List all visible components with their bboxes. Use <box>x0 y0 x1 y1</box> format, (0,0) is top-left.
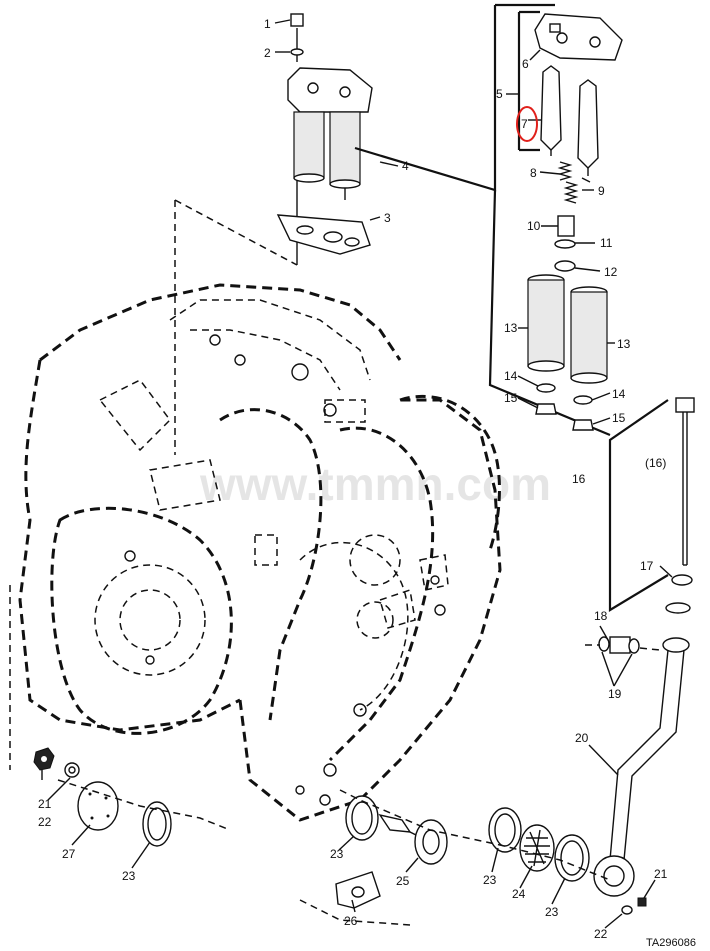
callout-1: 1 <box>264 17 271 31</box>
gasket-23-far-right <box>554 834 590 882</box>
cover-25 <box>378 813 448 865</box>
callout-17: 17 <box>640 559 654 573</box>
washer-14 <box>536 383 593 405</box>
filter-element-13 <box>527 274 608 384</box>
callout-12: 12 <box>604 265 618 279</box>
callout-7: 7 <box>521 117 528 131</box>
nut-15 <box>535 403 594 431</box>
callout-16-ref: (16) <box>645 456 666 470</box>
nut-21-left <box>33 747 55 771</box>
gasket-23-center <box>345 795 379 841</box>
washer-11 <box>554 239 576 249</box>
callout-26: 26 <box>344 914 358 928</box>
callout-9: 9 <box>598 184 605 198</box>
callout-22-left: 22 <box>38 815 52 829</box>
bolt-21-right <box>637 897 647 907</box>
mount-line-left <box>57 779 231 831</box>
clamp-18 <box>585 636 661 654</box>
gasket-23-left <box>142 801 172 847</box>
callout-21-right: 21 <box>654 867 668 881</box>
seal-12 <box>554 260 576 272</box>
cover-27 <box>77 781 119 831</box>
callout-14-left: 14 <box>504 369 518 383</box>
spring-8 <box>557 161 573 181</box>
callout-2: 2 <box>264 46 271 60</box>
callout-13-right: 13 <box>617 337 631 351</box>
fill-tube-20 <box>593 637 690 897</box>
callout-6: 6 <box>522 57 529 71</box>
spring-9 <box>563 177 591 204</box>
callout-23-left: 23 <box>122 869 136 883</box>
callout-13-left: 13 <box>504 321 518 335</box>
leader-lines <box>41 19 673 929</box>
callout-3: 3 <box>384 211 391 225</box>
callout-23-far-right: 23 <box>545 905 559 919</box>
callout-21-left: 21 <box>38 797 52 811</box>
gasket-17 <box>671 574 693 586</box>
figure-code: TA296086 <box>646 937 696 949</box>
plate-26 <box>335 871 381 909</box>
callout-23-center: 23 <box>330 847 344 861</box>
callout-25: 25 <box>396 874 410 888</box>
exploded-view-frame <box>354 3 611 437</box>
mount-line-right <box>339 789 611 881</box>
callout-23-right: 23 <box>483 873 497 887</box>
callout-8: 8 <box>530 166 537 180</box>
callout-19: 19 <box>608 687 622 701</box>
piston-10 <box>557 215 575 237</box>
filter-element-7 <box>540 65 599 176</box>
callout-14-right: 14 <box>612 387 626 401</box>
callout-16: 16 <box>572 472 586 486</box>
callout-27: 27 <box>62 847 76 861</box>
callout-22-right: 22 <box>594 927 608 941</box>
callout-5: 5 <box>496 87 503 101</box>
seal-ring <box>665 602 691 614</box>
transmission-housing <box>18 283 502 822</box>
gasket-23-right <box>488 807 522 853</box>
alignment-line-2 <box>174 199 298 266</box>
gasket-3 <box>276 214 371 255</box>
highlight-oval <box>516 106 538 142</box>
washer-22-right <box>621 905 633 915</box>
screen-24 <box>519 824 555 872</box>
callout-15-left: 15 <box>504 391 518 405</box>
dipstick-16 <box>608 397 695 612</box>
callout-labels: 1 2 3 4 5 6 7 8 9 10 11 12 13 13 14 14 1… <box>38 17 668 941</box>
callout-15-right: 15 <box>612 411 626 425</box>
callout-11: 11 <box>600 236 613 250</box>
callout-24: 24 <box>512 887 526 901</box>
callout-18: 18 <box>594 609 608 623</box>
washer-22-left <box>64 762 80 778</box>
callout-10: 10 <box>527 219 541 233</box>
filter-head-6 <box>534 13 623 61</box>
callout-4: 4 <box>402 159 409 173</box>
callout-20: 20 <box>575 731 589 745</box>
mount-line-bottom <box>299 899 411 926</box>
filter-head-assembly <box>287 13 373 265</box>
